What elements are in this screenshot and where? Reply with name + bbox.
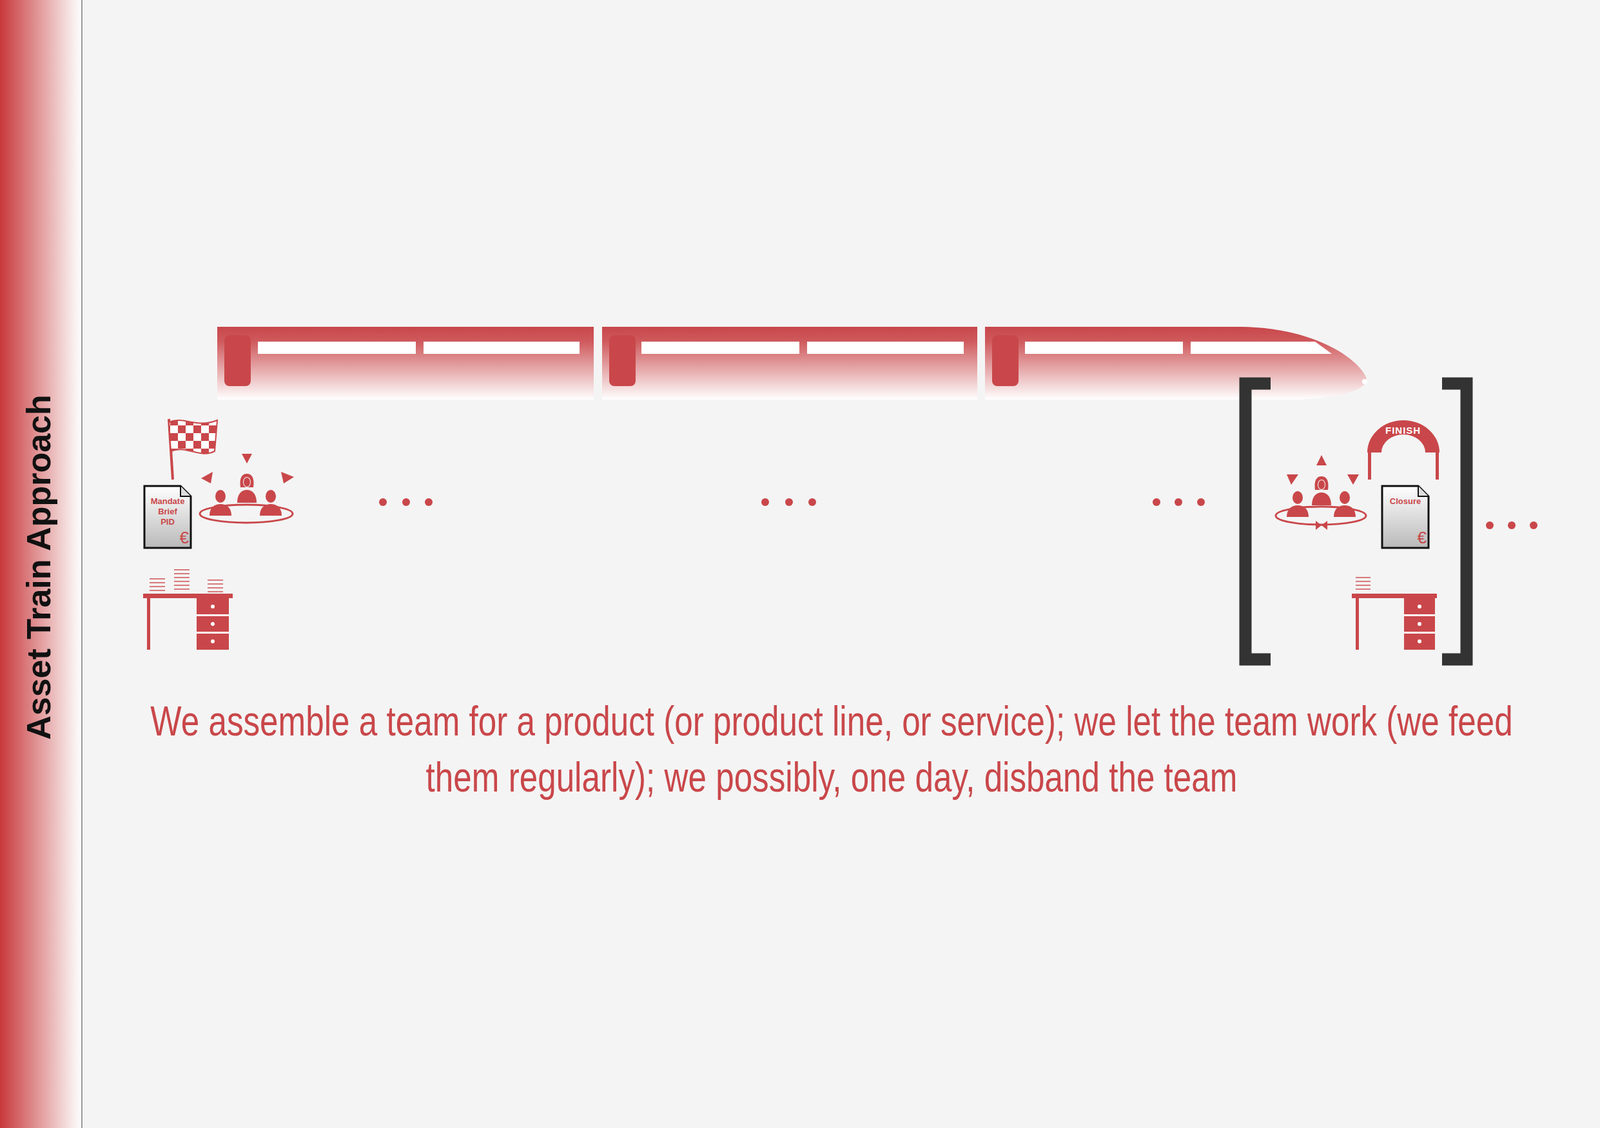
currency-symbol: € <box>1417 528 1427 547</box>
document-node: Closure € <box>1380 484 1430 550</box>
page-title: Asset Train Approach <box>16 341 62 793</box>
document-text: Closure <box>1389 496 1421 507</box>
document-node: Mandate Brief PID€ <box>143 484 193 550</box>
finish-label: FINISH <box>1385 424 1421 436</box>
currency-symbol: € <box>179 528 189 547</box>
caption-text: We assemble a team for a product (or pro… <box>122 693 1541 806</box>
document-text: Mandate Brief PID <box>150 496 186 528</box>
